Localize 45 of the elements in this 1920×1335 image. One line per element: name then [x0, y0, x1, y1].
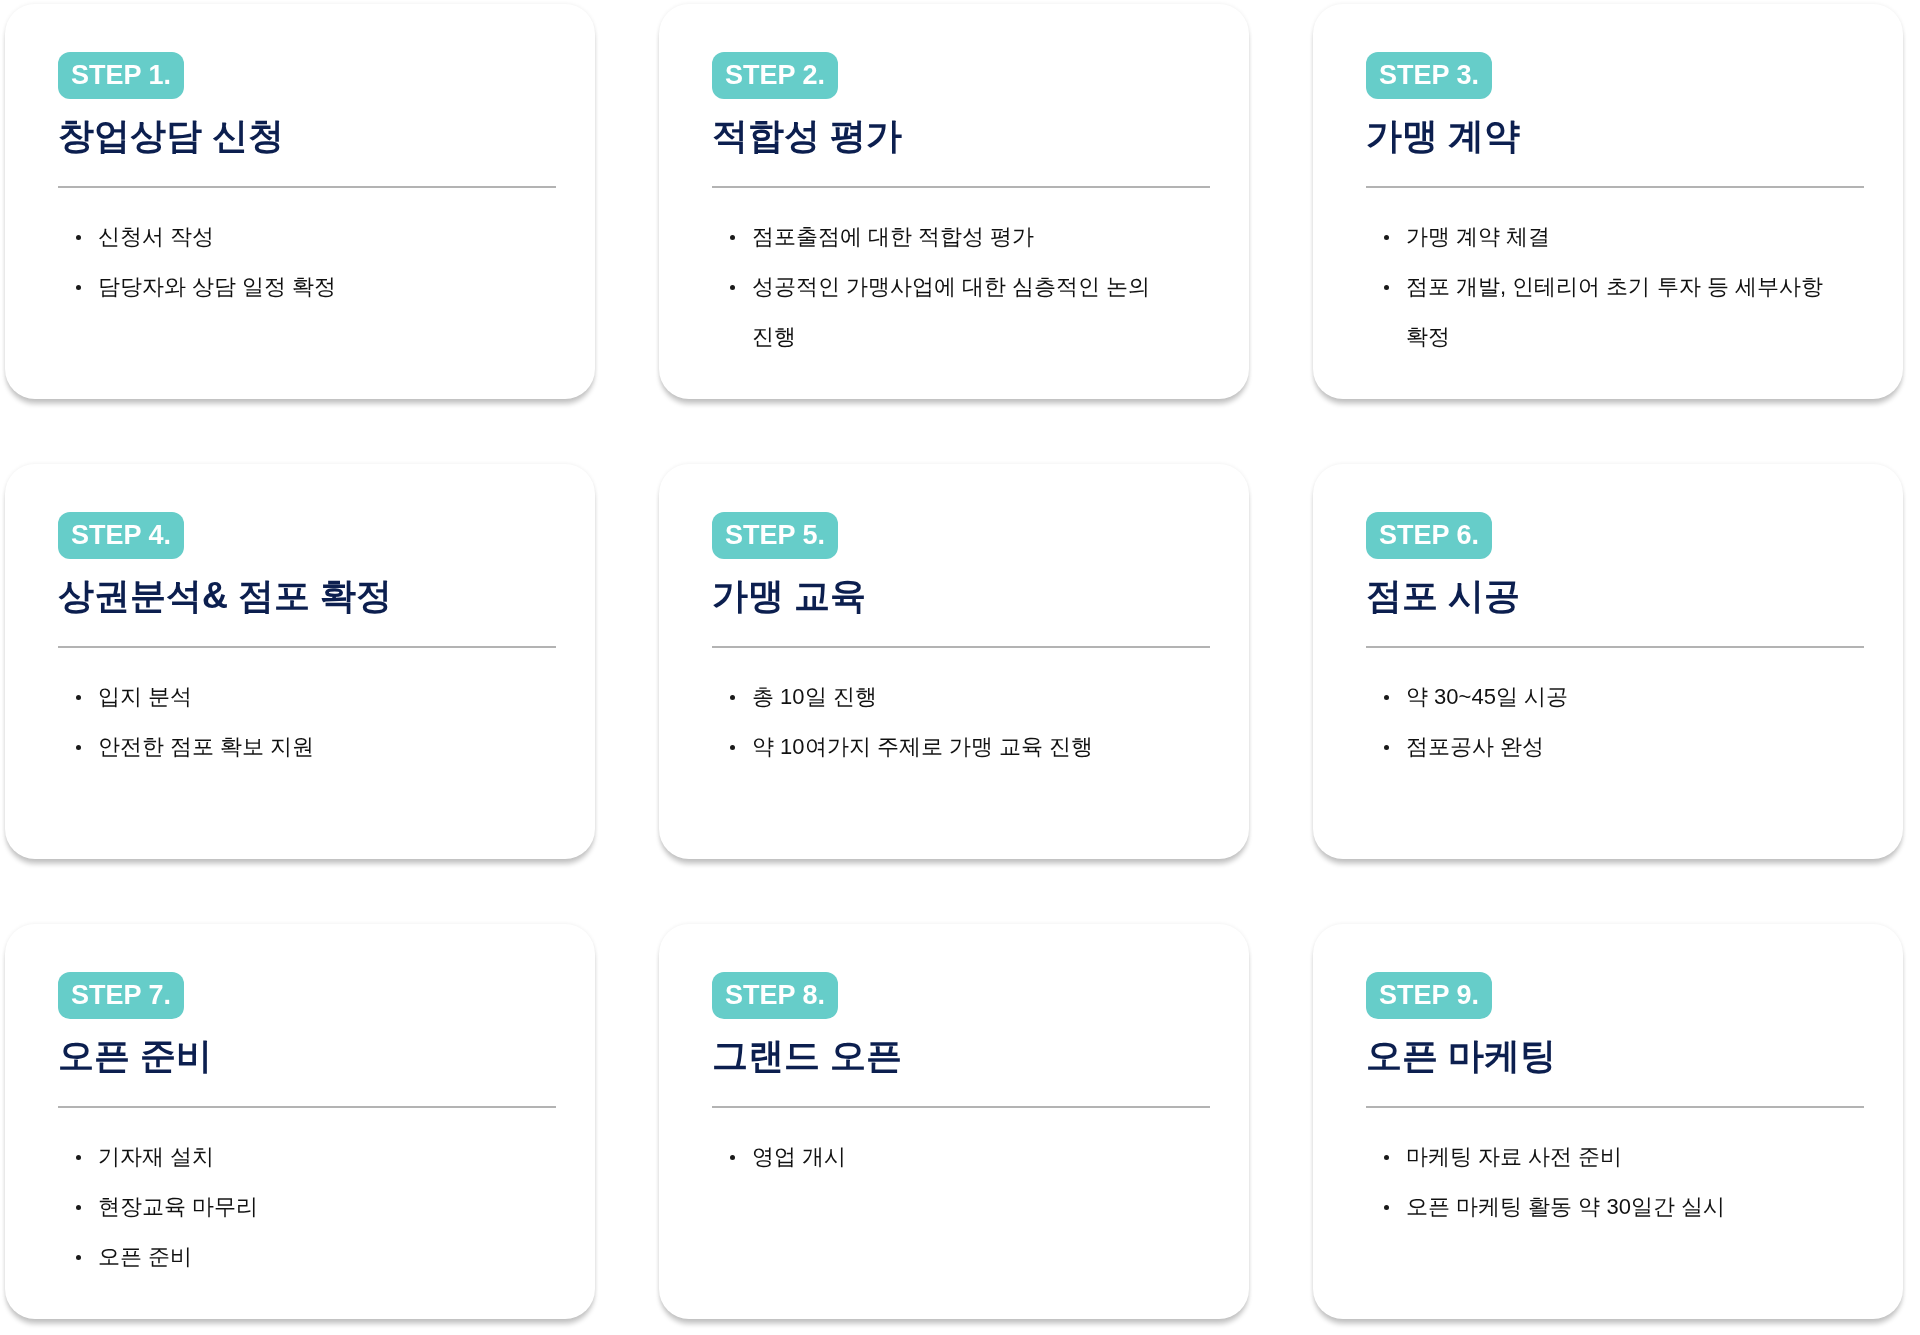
bullet-text: 총 10일 진행 [752, 683, 878, 711]
step-card [659, 924, 1249, 1319]
step-title: 오픈 마케팅 [1366, 1034, 1556, 1078]
step-card [5, 924, 595, 1319]
step-card [1313, 464, 1903, 859]
step-card [5, 4, 595, 399]
step-card [1313, 924, 1903, 1319]
bullet-text: 오픈 준비 [98, 1243, 194, 1271]
step-badge: STEP 1. [58, 52, 185, 99]
step-card [1313, 4, 1903, 399]
bullet-text: 약 30~45일 시공 [1406, 683, 1569, 711]
step-badge: STEP 7. [58, 972, 185, 1019]
bullet-text: 영업 개시 [752, 1143, 848, 1171]
bullet-text: 입지 분석 [98, 683, 194, 711]
step-title: 창업상담 신청 [58, 114, 284, 158]
step-title: 오픈 준비 [58, 1034, 212, 1078]
bullet-text: 기자재 설치 [98, 1143, 216, 1171]
bullet-text: 점포공사 완성 [1406, 733, 1546, 761]
step-title: 가맹 교육 [712, 574, 866, 618]
step-badge: STEP 4. [58, 512, 185, 559]
step-title: 점포 시공 [1366, 574, 1520, 618]
bullet-text: 담당자와 상담 일정 확정 [98, 273, 338, 301]
step-title: 그랜드 오픈 [712, 1034, 902, 1078]
step-badge: STEP 2. [712, 52, 839, 99]
step-title: 가맹 계약 [1366, 114, 1520, 158]
bullet-text: 점포출점에 대한 적합성 평가 [752, 223, 1036, 251]
bullet-text: 약 10여가지 주제로 가맹 교육 진행 [752, 733, 1095, 761]
step-badge: STEP 6. [1366, 512, 1493, 559]
bullet-text: 신청서 작성 [98, 223, 216, 251]
bullet-text: 현장교육 마무리 [98, 1193, 260, 1221]
bullet-text: 안전한 점포 확보 지원 [98, 733, 316, 761]
bullet-text: 성공적인 가맹사업에 대한 심층적인 논의 진행 [752, 273, 1152, 351]
step-title: 적합성 평가 [712, 114, 902, 158]
bullet-text: 가맹 계약 체결 [1406, 223, 1552, 251]
step-card [5, 464, 595, 859]
bullet-text: 마케팅 자료 사전 준비 [1406, 1143, 1624, 1171]
step-badge: STEP 5. [712, 512, 839, 559]
step-badge: STEP 9. [1366, 972, 1493, 1019]
step-card [659, 464, 1249, 859]
bullet-text: 오픈 마케팅 활동 약 30일간 실시 [1406, 1193, 1727, 1221]
bullet-text: 점포 개발, 인테리어 초기 투자 등 세부사항 확정 [1406, 273, 1824, 351]
step-badge: STEP 3. [1366, 52, 1493, 99]
step-badge: STEP 8. [712, 972, 839, 1019]
step-card [659, 4, 1249, 399]
step-title: 상권분석& 점포 확정 [58, 574, 392, 618]
